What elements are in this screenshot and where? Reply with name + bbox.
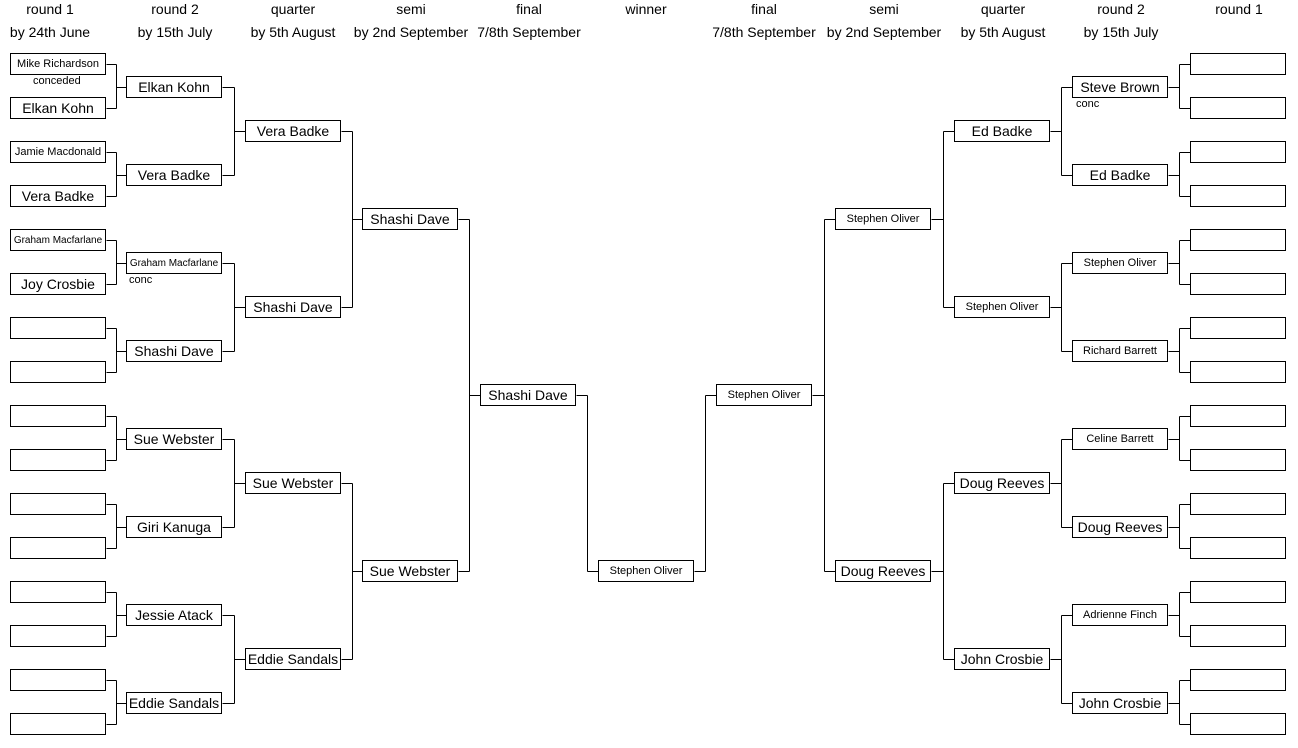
right-round1-slot[interactable] (1190, 625, 1286, 647)
right-round1-slot[interactable] (1190, 405, 1286, 427)
left-round1-slot[interactable] (10, 669, 106, 691)
header-r4-title: semi (869, 1, 899, 17)
left-round1-slot[interactable]: Elkan Kohn (10, 97, 106, 119)
left-round1-slot[interactable] (10, 493, 106, 515)
left-round1-slot[interactable]: Jamie Macdonald (10, 141, 106, 163)
header-l5-title: final (516, 1, 542, 17)
right-round2-slot[interactable]: Steve Brown (1072, 76, 1168, 98)
right-round2-slot[interactable]: Celine Barrett (1072, 428, 1168, 450)
right-quarter-slot[interactable]: Ed Badke (954, 120, 1050, 142)
left-round2-slot[interactable]: Shashi Dave (126, 340, 222, 362)
right-round1-slot[interactable] (1190, 493, 1286, 515)
left-round1-slot[interactable] (10, 581, 106, 603)
left-quarter-slot[interactable]: Vera Badke (245, 120, 341, 142)
left-round1-slot[interactable]: Graham Macfarlane (10, 229, 106, 251)
right-quarter-slot[interactable]: John Crosbie (954, 648, 1050, 670)
right-round1-slot[interactable] (1190, 185, 1286, 207)
left-quarter-slot[interactable]: Eddie Sandals (245, 648, 341, 670)
header-r1-title: round 1 (1215, 1, 1263, 17)
left-round2-slot[interactable]: Elkan Kohn (126, 76, 222, 98)
left-round1-slot[interactable] (10, 713, 106, 735)
left-round1-slot[interactable]: Vera Badke (10, 185, 106, 207)
left-round2-slot[interactable]: Eddie Sandals (126, 692, 222, 714)
right-round2-slot[interactable]: John Crosbie (1072, 692, 1168, 714)
header-l4-title: semi (396, 1, 426, 17)
right-round1-slot[interactable] (1190, 581, 1286, 603)
left-round1-slot[interactable] (10, 317, 106, 339)
header-l2-title: round 2 (151, 1, 199, 17)
header-r5-date: 7/8th September (712, 24, 816, 40)
left-quarter-slot[interactable]: Sue Webster (245, 472, 341, 494)
left-semi-slot[interactable]: Shashi Dave (362, 208, 458, 230)
right-round1-slot[interactable] (1190, 713, 1286, 735)
winner-slot[interactable]: Stephen Oliver (598, 560, 694, 582)
left-round1-slot[interactable] (10, 449, 106, 471)
header-l3-date: by 5th August (250, 24, 336, 40)
concession-note: conc (129, 274, 153, 286)
header-r2-title: round 2 (1097, 1, 1145, 17)
right-round1-slot[interactable] (1190, 361, 1286, 383)
right-round1-slot[interactable] (1190, 273, 1286, 295)
header-l2-date: by 15th July (137, 24, 213, 40)
right-round1-slot[interactable] (1190, 229, 1286, 251)
right-semi-slot[interactable]: Stephen Oliver (835, 208, 931, 230)
header-r2-date: by 15th July (1083, 24, 1159, 40)
left-round2-slot[interactable]: Jessie Atack (126, 604, 222, 626)
left-round1-slot[interactable] (10, 405, 106, 427)
right-round1-slot[interactable] (1190, 97, 1286, 119)
right-quarter-slot[interactable]: Stephen Oliver (954, 296, 1050, 318)
right-round2-slot[interactable]: Stephen Oliver (1072, 252, 1168, 274)
right-round1-slot[interactable] (1190, 449, 1286, 471)
header-l1-date: by 24th June (9, 24, 91, 40)
right-semi-slot[interactable]: Doug Reeves (835, 560, 931, 582)
left-round1-slot[interactable]: Mike Richardson (10, 53, 106, 75)
header-l4-date: by 2nd September (353, 24, 469, 40)
right-round1-slot[interactable] (1190, 537, 1286, 559)
left-round2-slot[interactable]: Giri Kanuga (126, 516, 222, 538)
header-l3-title: quarter (270, 1, 316, 17)
right-round2-slot[interactable]: Ed Badke (1072, 164, 1168, 186)
left-round1-slot[interactable] (10, 361, 106, 383)
left-round2-slot[interactable]: Graham Macfarlane (126, 252, 222, 274)
left-final-slot[interactable]: Shashi Dave (480, 384, 576, 406)
header-r5-title: final (751, 1, 777, 17)
right-round2-slot[interactable]: Doug Reeves (1072, 516, 1168, 538)
right-round1-slot[interactable] (1190, 317, 1286, 339)
header-l1-title: round 1 (26, 1, 74, 17)
header-r4-date: by 2nd September (826, 24, 942, 40)
left-semi-slot[interactable]: Sue Webster (362, 560, 458, 582)
right-round1-slot[interactable] (1190, 53, 1286, 75)
left-round1-slot[interactable] (10, 537, 106, 559)
right-round2-slot[interactable]: Richard Barrett (1072, 340, 1168, 362)
left-round1-slot[interactable] (10, 625, 106, 647)
right-round2-slot[interactable]: Adrienne Finch (1072, 604, 1168, 626)
left-round1-slot[interactable]: Joy Crosbie (10, 273, 106, 295)
right-quarter-slot[interactable]: Doug Reeves (954, 472, 1050, 494)
header-w-title: winner (625, 1, 667, 17)
right-round1-slot[interactable] (1190, 669, 1286, 691)
left-round2-slot[interactable]: Vera Badke (126, 164, 222, 186)
left-round2-slot[interactable]: Sue Webster (126, 428, 222, 450)
header-l5-date: 7/8th September (477, 24, 581, 40)
right-final-slot[interactable]: Stephen Oliver (716, 384, 812, 406)
header-r3-title: quarter (980, 1, 1026, 17)
left-quarter-slot[interactable]: Shashi Dave (245, 296, 341, 318)
right-round1-slot[interactable] (1190, 141, 1286, 163)
concession-note: conc (1076, 98, 1100, 110)
concession-note: conceded (33, 75, 81, 87)
header-r3-date: by 5th August (960, 24, 1046, 40)
